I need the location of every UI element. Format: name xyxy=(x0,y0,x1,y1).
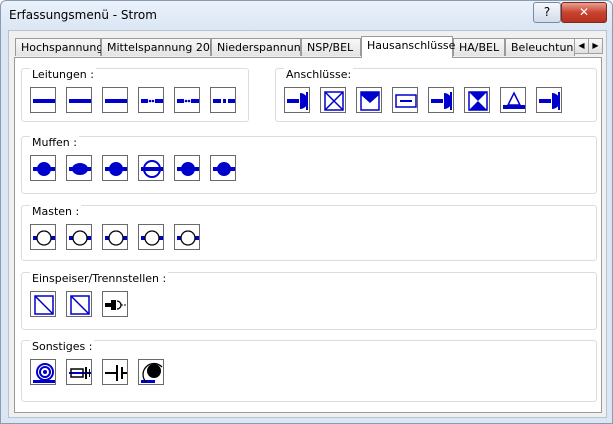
line-thick-icon xyxy=(33,99,55,103)
group-leitungen: Leitungen : xyxy=(21,68,249,122)
masten-button-4[interactable] xyxy=(138,224,164,250)
group-label-einspeiser: Einspeiser/Trennstellen : xyxy=(30,272,169,285)
tab-mittelspannung[interactable]: Mittelspannung 20kV xyxy=(101,38,224,56)
group-label-sonstiges: Sonstiges : xyxy=(30,340,95,353)
group-anschluesse: Anschlüsse: xyxy=(275,68,597,122)
anschluesse-button-4[interactable] xyxy=(392,87,418,113)
muffen-button-5[interactable] xyxy=(174,155,200,181)
close-button[interactable]: ✕ xyxy=(561,2,607,23)
box-hourglass-icon xyxy=(468,91,488,111)
joint-filled-icon xyxy=(33,162,55,176)
feeder-diagonal-icon xyxy=(34,295,54,315)
joint-filled-icon xyxy=(177,162,199,176)
muffen-button-2[interactable] xyxy=(66,155,92,181)
leitungen-button-3[interactable] xyxy=(102,87,128,113)
group-label-masten: Masten : xyxy=(30,205,82,218)
joint-filled-icon xyxy=(213,162,235,176)
group-label-leitungen: Leitungen : xyxy=(30,68,96,81)
line-thick-icon xyxy=(105,99,127,103)
anschluesse-button-5[interactable] xyxy=(428,87,454,113)
group-sonstiges: Sonstiges : xyxy=(21,340,597,402)
group-label-muffen: Muffen : xyxy=(30,136,79,149)
leitungen-button-5[interactable] xyxy=(174,87,200,113)
house-connection-icon xyxy=(287,92,308,110)
sonstiges-button-1[interactable] xyxy=(30,359,56,385)
tab-hochspannung[interactable]: Hochspannung xyxy=(15,38,103,56)
masten-button-1[interactable] xyxy=(30,224,56,250)
fuse-icon xyxy=(69,367,91,379)
sonstiges-button-3[interactable] xyxy=(102,359,128,385)
muffen-button-1[interactable] xyxy=(30,155,56,181)
joint-filled-icon xyxy=(105,162,127,176)
mast-icon xyxy=(177,230,199,246)
mast-icon xyxy=(105,230,127,246)
coil-icon xyxy=(33,363,55,383)
group-muffen: Muffen : xyxy=(21,136,597,194)
tab-ha-bel[interactable]: HA/BEL xyxy=(453,38,505,56)
line-dotted-icon xyxy=(141,99,163,103)
group-masten: Masten : xyxy=(21,205,597,261)
window-title: Erfassungsmenü - Strom xyxy=(9,8,157,22)
line-thick-icon xyxy=(69,99,91,103)
sonstiges-button-4[interactable] xyxy=(138,359,164,385)
tab-scroll-right-icon[interactable]: ▶ xyxy=(588,38,603,54)
dialog-client: Hochspannung Mittelspannung 20kV Nieders… xyxy=(8,30,607,418)
feeder-diagonal-icon xyxy=(70,295,90,315)
box-top-icon xyxy=(360,91,380,111)
masten-button-3[interactable] xyxy=(102,224,128,250)
mast-icon xyxy=(33,230,55,246)
line-dashed-icon xyxy=(213,99,235,103)
group-label-anschluesse: Anschlüsse: xyxy=(284,68,354,81)
tab-niederspannung[interactable]: Niederspannung xyxy=(211,38,308,56)
earth-electrode-icon xyxy=(141,362,163,383)
house-connection-icon xyxy=(539,92,560,110)
muffen-button-6[interactable] xyxy=(210,155,236,181)
anschluesse-button-6[interactable] xyxy=(464,87,490,113)
tab-nsp-bel[interactable]: NSP/BEL xyxy=(301,38,361,56)
box-cross-icon xyxy=(324,91,344,111)
mast-icon xyxy=(69,230,91,246)
leitungen-button-2[interactable] xyxy=(66,87,92,113)
separator-plug-icon xyxy=(105,300,127,310)
anschluesse-button-3[interactable] xyxy=(356,87,382,113)
mast-icon xyxy=(141,230,163,246)
tab-beleuchtung[interactable]: Beleuchtung xyxy=(505,38,580,56)
masten-button-5[interactable] xyxy=(174,224,200,250)
joint-oval-icon xyxy=(69,163,91,175)
anschluesse-button-2[interactable] xyxy=(320,87,346,113)
help-button[interactable]: ? xyxy=(533,2,561,23)
line-dotted-icon xyxy=(177,99,199,103)
group-einspeiser: Einspeiser/Trennstellen : xyxy=(21,272,597,330)
einspeiser-button-1[interactable] xyxy=(30,291,56,317)
masten-button-2[interactable] xyxy=(66,224,92,250)
einspeiser-button-3[interactable] xyxy=(102,291,128,317)
einspeiser-button-2[interactable] xyxy=(66,291,92,317)
title-bar[interactable]: Erfassungsmenü - Strom ? ✕ xyxy=(1,1,612,29)
muffen-button-3[interactable] xyxy=(102,155,128,181)
tab-hausanschluesse[interactable]: Hausanschlüsse xyxy=(361,36,455,58)
anschluesse-button-1[interactable] xyxy=(284,87,310,113)
muffen-button-4[interactable] xyxy=(138,155,164,181)
tab-panel-hausanschluesse: Leitungen : Anschlüsse: Muffen : Masten … xyxy=(14,57,602,413)
tab-scroll-left-icon[interactable]: ◀ xyxy=(574,38,589,54)
sonstiges-button-2[interactable] xyxy=(66,359,92,385)
leitungen-button-1[interactable] xyxy=(30,87,56,113)
anschluesse-button-8[interactable] xyxy=(536,87,562,113)
capacitor-icon xyxy=(105,365,127,381)
house-connection-icon xyxy=(431,92,452,110)
leitungen-button-6[interactable] xyxy=(210,87,236,113)
joint-ring-icon xyxy=(141,160,163,178)
triangle-connection-icon xyxy=(503,91,525,109)
anschluesse-button-7[interactable] xyxy=(500,87,526,113)
leitungen-button-4[interactable] xyxy=(138,87,164,113)
box-bar-icon xyxy=(395,94,417,108)
